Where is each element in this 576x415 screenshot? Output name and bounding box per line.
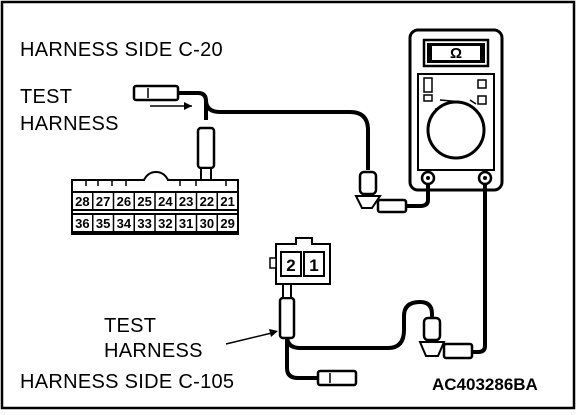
multimeter: Ω — [408, 28, 504, 192]
figure-code: AC403286BA — [432, 375, 538, 394]
test-harness-bottom-line1: TEST — [104, 315, 156, 337]
harness-side-top-label: HARNESS SIDE C-20 — [20, 39, 223, 61]
test-harness-bottom-plug[interactable] — [316, 369, 358, 387]
test-harness-top-line1: TEST — [20, 86, 72, 108]
c20-pin-31[interactable]: 31 — [179, 216, 193, 231]
test-harness-bottom-wire — [285, 336, 318, 380]
c20-pin-34[interactable]: 34 — [117, 216, 132, 231]
com-lead — [406, 184, 430, 208]
c20-pin-25[interactable]: 25 — [137, 194, 151, 209]
c20-pin-33[interactable]: 33 — [137, 216, 151, 231]
c20-top-row: 28 27 26 25 24 23 22 21 — [75, 192, 235, 210]
selector-dial[interactable] — [426, 100, 486, 160]
c20-pin-22[interactable]: 22 — [200, 194, 214, 209]
ohm-lead — [470, 184, 487, 354]
c20-pin-26[interactable]: 26 — [117, 194, 131, 209]
probe-lead-top — [204, 99, 370, 170]
c105-pin-1-label: 1 — [309, 256, 318, 275]
alligator-clip-bottom[interactable] — [418, 316, 474, 360]
c20-pin-32[interactable]: 32 — [158, 216, 172, 231]
pointer-arrow-bottom — [225, 331, 277, 345]
c20-pin-24[interactable]: 24 — [158, 194, 173, 209]
probe-lead-bottom — [285, 299, 434, 350]
test-harness-top-plug[interactable] — [132, 84, 180, 102]
connector-c105: 2 1 — [269, 237, 331, 285]
c20-pin-30[interactable]: 30 — [200, 216, 214, 231]
c105-pin-1[interactable] — [303, 251, 325, 277]
c20-pin-21[interactable]: 21 — [220, 194, 234, 209]
c20-pin-27[interactable]: 27 — [96, 194, 110, 209]
c20-bottom-row: 36 35 34 33 32 31 30 29 — [75, 214, 235, 232]
c20-pin-29[interactable]: 29 — [220, 216, 234, 231]
c105-pin-2-label: 2 — [286, 256, 295, 275]
ohmmeter-icon: Ω — [450, 45, 462, 62]
connector-c20: 28 27 26 25 24 23 22 21 36 35 34 33 32 31 30 29 — [71, 170, 239, 235]
test-harness-bottom-probe[interactable] — [278, 279, 296, 340]
test-harness-top-line2: HARNESS — [20, 113, 119, 135]
harness-side-bottom-label: HARNESS SIDE C-105 — [20, 371, 234, 393]
alligator-clip-top[interactable] — [354, 170, 408, 214]
test-harness-bottom-line2: HARNESS — [104, 340, 203, 362]
c20-pin-28[interactable]: 28 — [75, 194, 89, 209]
c20-pin-36[interactable]: 36 — [75, 216, 89, 231]
c105-pin-2[interactable] — [280, 251, 302, 277]
c20-pin-35[interactable]: 35 — [96, 216, 110, 231]
c20-pin-23[interactable]: 23 — [179, 194, 193, 209]
